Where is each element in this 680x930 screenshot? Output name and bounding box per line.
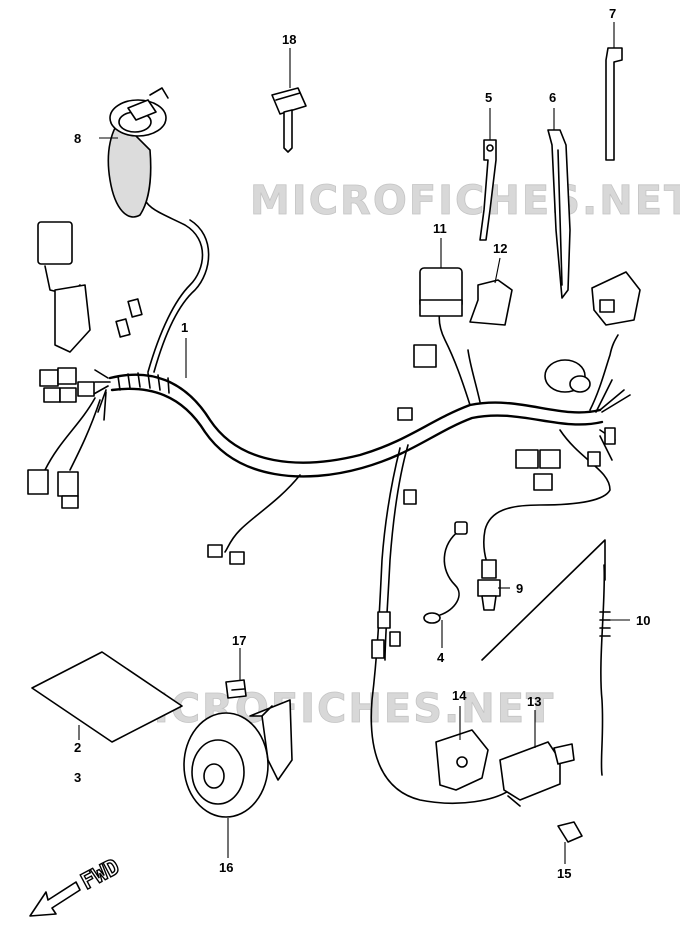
ignition-key bbox=[271, 87, 307, 153]
forward-label: FWD bbox=[77, 855, 124, 896]
clamp-band-6 bbox=[547, 129, 571, 299]
label-sheet bbox=[31, 651, 183, 743]
horn-bolt-17 bbox=[225, 679, 247, 699]
lower-left-connectors bbox=[27, 469, 79, 509]
callout-2: 2 bbox=[74, 740, 81, 755]
left-relay-connector bbox=[37, 221, 91, 353]
cable-tie-7 bbox=[605, 47, 623, 161]
lower-center-connectors bbox=[371, 611, 401, 659]
callout-4: 4 bbox=[437, 650, 445, 665]
bulb-socket bbox=[544, 359, 591, 393]
callout-3: 3 bbox=[74, 770, 81, 785]
callout-5: 5 bbox=[485, 90, 492, 105]
callout-16: 16 bbox=[219, 860, 233, 875]
right-multi-connector bbox=[515, 427, 616, 491]
leader-lines bbox=[78, 22, 630, 864]
callout-7: 7 bbox=[609, 6, 616, 21]
harness-plug-connectors bbox=[115, 298, 143, 338]
center-connectors bbox=[397, 344, 437, 505]
callout-10: 10 bbox=[636, 613, 650, 628]
callout-6: 6 bbox=[549, 90, 556, 105]
watermark-top: MICROFICHES.NET bbox=[250, 178, 680, 224]
callout-15: 15 bbox=[557, 866, 571, 881]
relay-11 bbox=[419, 267, 463, 317]
switch-13 bbox=[499, 741, 575, 807]
sensor-switch-9 bbox=[477, 559, 501, 611]
small-connectors-branch bbox=[207, 544, 245, 565]
watermark-bottom: MICROFICHES.NET bbox=[112, 686, 555, 732]
callout-9: 9 bbox=[516, 581, 523, 596]
bolt-15 bbox=[557, 821, 583, 843]
forward-arrow bbox=[29, 881, 81, 917]
callout-labels: 1 2 3 4 5 6 7 8 9 10 11 12 13 14 15 16 1… bbox=[74, 6, 650, 881]
main-wiring-harness bbox=[44, 199, 631, 805]
callout-18: 18 bbox=[282, 32, 296, 47]
right-coupler bbox=[591, 271, 641, 326]
callout-1: 1 bbox=[181, 320, 188, 335]
callout-8: 8 bbox=[74, 131, 81, 146]
callout-17: 17 bbox=[232, 633, 246, 648]
ignition-switch bbox=[107, 87, 169, 218]
callout-11: 11 bbox=[433, 221, 447, 236]
callout-13: 13 bbox=[527, 694, 541, 709]
callout-14: 14 bbox=[452, 688, 467, 703]
relay-bracket-12 bbox=[469, 279, 513, 326]
horn bbox=[183, 699, 293, 818]
left-connector-cluster bbox=[39, 367, 95, 403]
bracket-14 bbox=[435, 729, 489, 791]
callout-12: 12 bbox=[493, 241, 507, 256]
bracket-plate-outline bbox=[481, 539, 606, 661]
sensor-lead-4 bbox=[423, 521, 468, 624]
clamp-5 bbox=[479, 139, 497, 241]
cable-10 bbox=[599, 564, 611, 776]
